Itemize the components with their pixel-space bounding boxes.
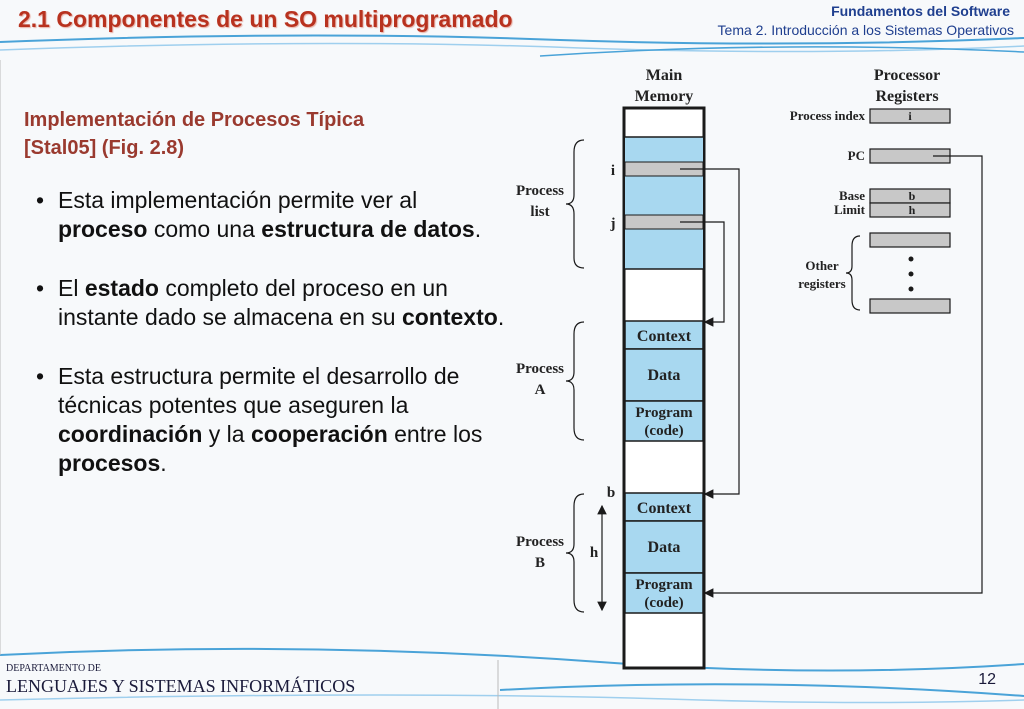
process-b-label-line2: B [535,555,545,571]
process-b-brace [565,493,585,613]
processor-registers-title-line2: Registers [875,88,938,105]
base-label: Base [839,188,865,203]
process-b-program-label: Program [635,577,693,593]
department-label-small: DEPARTAMENTO DE [6,663,101,674]
section-heading: Implementación de Procesos Típica [Stal0… [24,106,364,162]
bullet-text: Esta implementación permite ver al [58,187,418,213]
section-heading-line1: Implementación de Procesos Típica [24,109,365,131]
process-list-label-line2: list [530,204,549,220]
bullet-text: Esta estructura permite el desarrollo de… [58,363,460,418]
other-registers-brace [845,235,861,311]
processor-registers-title-line1: Processor [874,67,940,84]
bullet-text: y la [202,421,251,447]
section-heading-line2: [Stal05] (Fig. 2.8) [24,137,185,159]
process-a-program-block [624,400,704,442]
bullet-bold-text: procesos [58,450,161,476]
entry-j-to-process-a-arrow [680,221,725,327]
bullet-text: . [160,450,167,476]
process-a-program-label: Program [635,405,693,421]
bullet-text: entre los [387,421,483,447]
bullet-bold-text: estado [84,275,159,301]
process-b-data-label: Data [648,539,681,556]
process-index-register [869,108,951,124]
bullet-bold-text: proceso [58,216,148,242]
bullet-text: . [474,216,482,242]
bullet-item: El estado completo del proceso en un ins… [36,274,506,332]
process-b-program-block [624,572,704,614]
pc-to-program-arrow [703,155,983,598]
other-register-top [869,232,951,248]
bullet-bold-text: coordinación [58,421,203,447]
other-registers-label-line1: Other [805,258,838,273]
process-a-label-line2: A [535,382,546,398]
slide-title: 2.1 Componentes de un SO multiprogramado [18,6,513,32]
entry-i-label: i [611,163,615,179]
topic-title: Tema 2. Introducción a los Sistemas Oper… [717,22,1014,38]
pc-label: PC [848,148,865,163]
entry-j-label: j [610,216,616,232]
process-list-region [625,137,703,269]
process-a-context-label: Context [637,328,692,345]
bullet-item: Esta estructura permite el desarrollo de… [36,362,506,478]
process-b-data-block [624,520,704,574]
process-list-label-line1: Process [516,183,564,199]
base-b-label: b [607,485,615,501]
other-register-bottom [869,298,951,314]
entry-i-to-process-b-arrow [680,168,740,499]
limit-value: h [909,203,916,217]
ellipsis-dot [908,271,914,277]
page-number: 12 [978,671,996,688]
limit-label: Limit [834,202,866,217]
course-title: Fundamentos del Software [831,3,1010,19]
process-a-data-label: Data [648,367,681,384]
main-memory-title-line2: Memory [635,88,694,105]
bullet-bold-text: cooperación [250,421,388,447]
bullet-text: como una [147,216,262,242]
base-value: b [909,189,916,203]
process-index-label: Process index [790,108,866,123]
ellipsis-dot [908,286,914,292]
limit-h-label: h [590,545,599,561]
bullet-text: . [497,304,505,330]
limit-register [869,202,951,218]
process-b-code-label: (code) [644,595,683,611]
process-a-code-label: (code) [644,423,683,439]
process-b-context-label: Context [637,500,692,517]
other-registers-label-line2: registers [798,276,845,291]
department-label-large: LENGUAJES Y SISTEMAS INFORMÁTICOS [6,676,356,696]
bullet-bold-text: estructura de datos [261,216,475,242]
bullet-text: El [58,275,85,301]
process-b-label-line1: Process [516,534,564,550]
process-a-label-line1: Process [516,361,564,377]
bullet-bold-text: contexto [401,304,498,330]
process-a-context-block [624,320,704,350]
bullet-list: Esta implementación permite ver al proce… [36,186,506,508]
bullet-item: Esta implementación permite ver al proce… [36,186,506,244]
ellipsis-dot [908,256,914,262]
process-list-brace [565,139,585,269]
process-a-brace [565,321,585,441]
process-a-data-block [624,348,704,402]
main-memory-title-line1: Main [646,67,683,84]
process-index-value: i [908,109,912,123]
bullet-text: completo del proceso en un instante dado… [58,275,448,330]
